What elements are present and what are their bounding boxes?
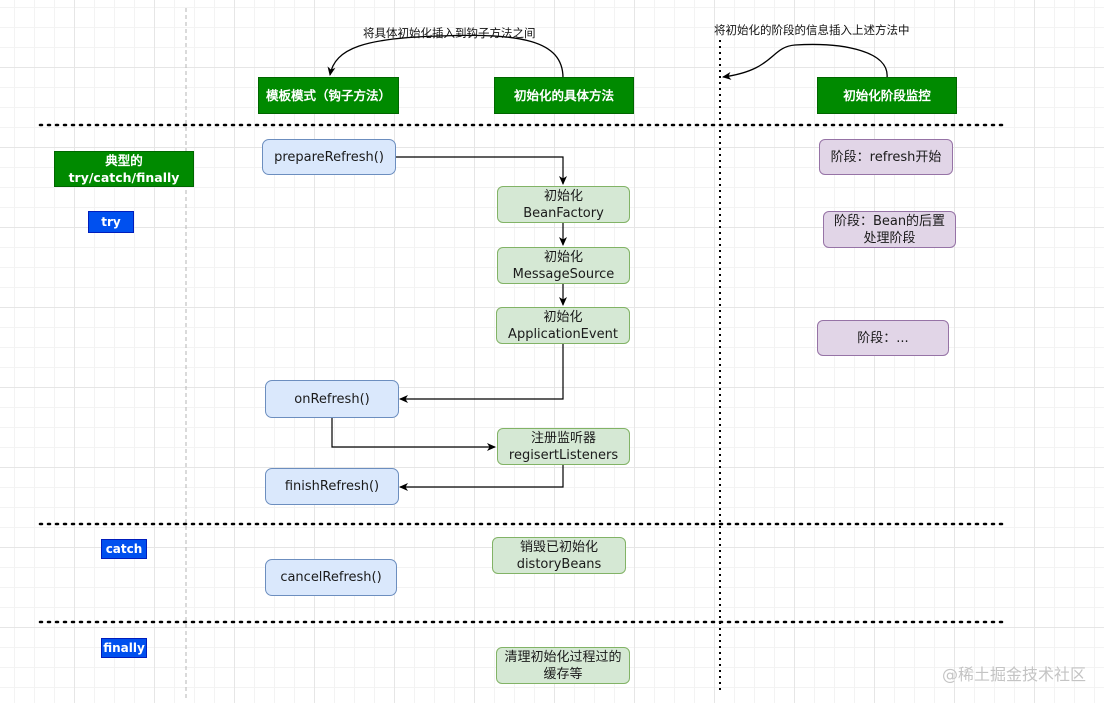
arrow-listeners-to-finish — [399, 465, 564, 491]
section-try-tag[interactable]: try — [88, 211, 134, 233]
note-stage-info: 将初始化的阶段的信息插入上述方法中 — [714, 23, 910, 37]
step-init-beanfactory[interactable]: 初始化 BeanFactory — [497, 186, 630, 223]
header-template-mode[interactable]: 模板模式（钩子方法） — [258, 77, 399, 114]
section-typical-label[interactable]: 典型的try/catch/finally — [54, 151, 194, 187]
step-init-messagesource[interactable]: 初始化 MessageSource — [497, 247, 630, 284]
curve-arrow-stage — [722, 43, 888, 80]
hook-prepare-refresh[interactable]: prepareRefresh() — [262, 139, 396, 175]
step-destroy-beans[interactable]: 销毁已初始化 distoryBeans — [492, 537, 626, 574]
hook-finish-refresh[interactable]: finishRefresh() — [265, 468, 399, 505]
header-stage-monitor[interactable]: 初始化阶段监控 — [817, 77, 957, 114]
arrow-prepare-to-beanfactory — [396, 156, 567, 185]
watermark: @稀土掘金技术社区 — [941, 665, 1086, 684]
stage-bean-post[interactable]: 阶段：Bean的后置 处理阶段 — [823, 211, 956, 248]
curve-arrow-hook — [327, 34, 564, 79]
hook-on-refresh[interactable]: onRefresh() — [265, 380, 399, 418]
stage-more[interactable]: 阶段：... — [817, 320, 949, 356]
step-register-listeners[interactable]: 注册监听器 regisertListeners — [497, 428, 630, 465]
hook-cancel-refresh[interactable]: cancelRefresh() — [265, 559, 397, 596]
step-init-applicationevent[interactable]: 初始化 ApplicationEvent — [496, 307, 630, 344]
arrow-applicationevent-to-onrefresh — [399, 344, 564, 403]
section-catch-tag[interactable]: catch — [101, 539, 147, 559]
stage-refresh-start[interactable]: 阶段：refresh开始 — [819, 139, 953, 175]
note-hook-insert: 将具体初始化插入到钩子方法之间 — [363, 26, 536, 40]
header-concrete-init[interactable]: 初始化的具体方法 — [494, 77, 634, 114]
arrow-onrefresh-to-listeners — [331, 418, 496, 451]
step-clear-cache[interactable]: 清理初始化过程过的 缓存等 — [496, 647, 630, 684]
section-finally-tag[interactable]: finally — [101, 638, 147, 658]
